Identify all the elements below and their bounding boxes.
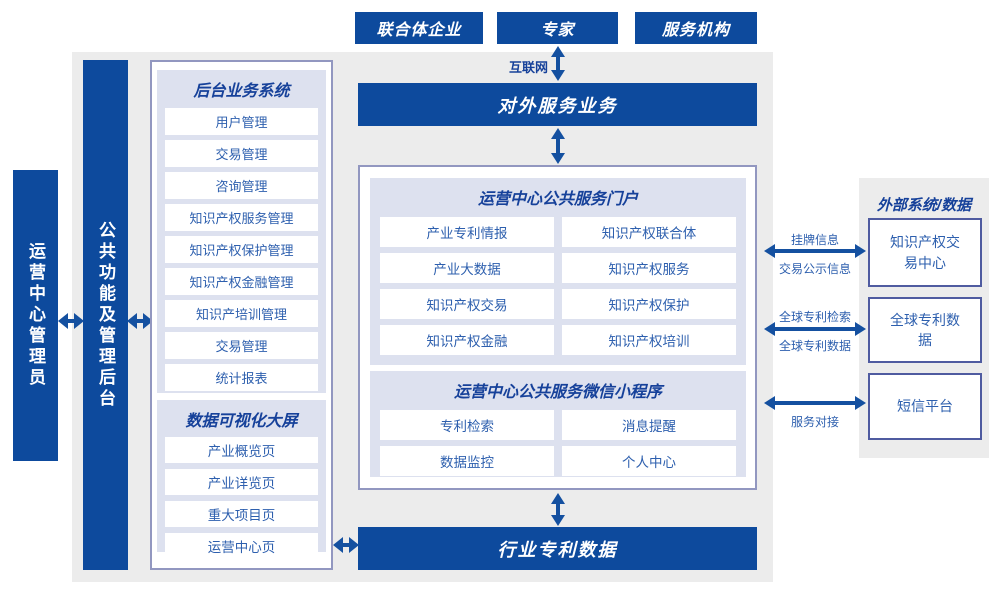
portal-item: 产业专利情报 [380, 217, 554, 247]
link-label-trade-publicity: 交易公示信息 [778, 262, 851, 276]
arrow-shaft [340, 543, 352, 547]
portal-items: 产业专利情报 知识产权联合体 产业大数据 知识产权服务 知识产权交易 知识产权保… [370, 209, 746, 365]
double-arrow-service-to-portal-icon [551, 128, 565, 164]
miniapp-items: 专利检索 消息提醒 数据监控 个人中心 [370, 402, 746, 486]
backend-item: 用户管理 [165, 108, 318, 135]
portal-item: 知识产权培训 [562, 325, 736, 355]
backend-panel-title: 后台业务系统 [193, 83, 290, 100]
admin-vertical-bar: 运营中心管理员 [13, 170, 58, 461]
double-arrow-portal-to-patent-icon [551, 493, 565, 526]
backend-item: 知识产权服务管理 [165, 204, 318, 231]
portal-item: 知识产权金融 [380, 325, 554, 355]
backend-item: 知识产权金融管理 [165, 268, 318, 295]
external-system-sms: 短信平台 [868, 373, 982, 440]
dashboard-item: 产业详览页 [165, 469, 318, 495]
dashboard-item: 运营中心页 [165, 533, 318, 559]
arrow-shaft [134, 319, 146, 323]
dashboard-panel: 数据可视化大屏 产业概览页 产业详览页 重大项目页 运营中心页 [157, 400, 326, 559]
portal-panel-title: 运营中心公共服务门户 [477, 191, 638, 208]
backend-panel: 后台业务系统 用户管理 交易管理 咨询管理 知识产权服务管理 知识产权保护管理 … [157, 70, 326, 393]
backend-item: 统计报表 [165, 364, 318, 391]
external-systems-title: 外部系统/数据 [876, 197, 972, 214]
arrow-shaft [556, 54, 560, 73]
link-label-global-patent-search: 全球专利检索 [778, 310, 851, 324]
arrow-shaft [556, 136, 560, 156]
portal-item: 知识产权交易 [380, 289, 554, 319]
external-service-bar: 对外服务业务 [358, 83, 757, 126]
double-arrow-internet-icon [551, 46, 565, 81]
double-arrow-sms-icon [764, 396, 866, 410]
arrow-shaft [772, 249, 858, 253]
arrow-shaft [772, 327, 858, 331]
actor-expert: 专家 [497, 12, 618, 44]
dashboard-item: 产业概览页 [165, 437, 318, 463]
portal-item: 产业大数据 [380, 253, 554, 283]
backend-item: 交易管理 [165, 332, 318, 359]
miniapp-panel-title: 运营中心公共服务微信小程序 [453, 384, 662, 401]
miniapp-panel: 运营中心公共服务微信小程序 专利检索 消息提醒 数据监控 个人中心 [370, 371, 746, 477]
function-vertical-bar: 公共功能及管理后台 [83, 60, 128, 570]
internet-label: 互联网 [508, 60, 548, 75]
portal-item: 知识产权服务 [562, 253, 736, 283]
double-arrow-ip-exchange-icon [764, 244, 866, 258]
arrow-shaft [65, 319, 77, 323]
backend-item: 咨询管理 [165, 172, 318, 199]
backend-items: 用户管理 交易管理 咨询管理 知识产权服务管理 知识产权保护管理 知识产权金融管… [157, 101, 326, 399]
double-arrow-backend-patent-icon [333, 537, 359, 553]
external-system-global-patent: 全球专利数据 [868, 297, 982, 363]
link-label-listing-info: 挂牌信息 [790, 233, 839, 247]
actor-service-agency: 服务机构 [635, 12, 757, 44]
backend-item: 知识产权保护管理 [165, 236, 318, 263]
industry-patent-bar: 行业专利数据 [358, 527, 757, 570]
portal-item: 知识产权联合体 [562, 217, 736, 247]
double-arrow-global-patent-icon [764, 322, 866, 336]
backend-item: 知识产培训管理 [165, 300, 318, 327]
external-system-ip-exchange: 知识产权交易中心 [868, 218, 982, 287]
backend-item: 交易管理 [165, 140, 318, 167]
dashboard-panel-title: 数据可视化大屏 [185, 413, 298, 430]
dashboard-items: 产业概览页 产业详览页 重大项目页 运营中心页 [157, 431, 326, 567]
arrow-shaft [772, 401, 858, 405]
portal-item: 知识产权保护 [562, 289, 736, 319]
double-arrow-admin-function-icon [58, 313, 84, 329]
link-label-service-docking: 服务对接 [790, 415, 839, 429]
portal-panel: 运营中心公共服务门户 产业专利情报 知识产权联合体 产业大数据 知识产权服务 知… [370, 178, 746, 365]
link-label-global-patent-data: 全球专利数据 [778, 339, 851, 353]
miniapp-item: 个人中心 [562, 446, 736, 476]
miniapp-item: 数据监控 [380, 446, 554, 476]
arrow-shaft [556, 501, 560, 518]
double-arrow-function-backend-icon [127, 313, 153, 329]
dashboard-item: 重大项目页 [165, 501, 318, 527]
actor-consortium-enterprise: 联合体企业 [355, 12, 483, 44]
miniapp-item: 消息提醒 [562, 410, 736, 440]
miniapp-item: 专利检索 [380, 410, 554, 440]
